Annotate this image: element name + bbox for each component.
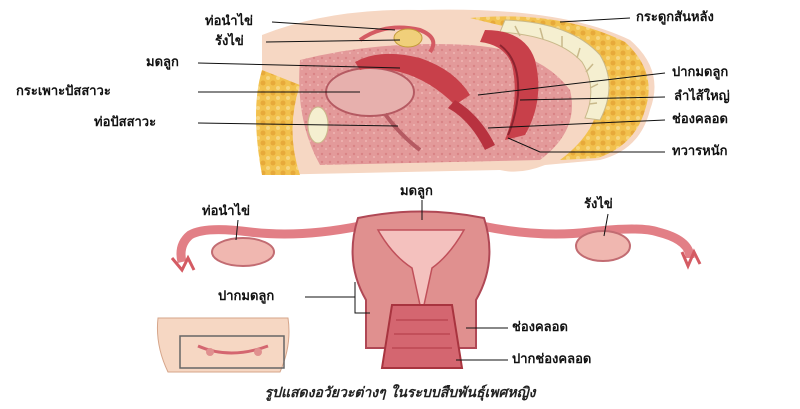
ovary-right <box>576 231 630 261</box>
label-cervix-side: ปากมดลูก <box>672 65 728 81</box>
label-urethra: ท่อปัสสาวะ <box>94 115 156 131</box>
label-vagina-front: ช่องคลอด <box>512 320 568 336</box>
label-ovary-side: รังไข่ <box>215 34 244 50</box>
ovary-side <box>394 29 422 47</box>
label-uterus-front: มดลูก <box>400 184 433 200</box>
label-fallopian-tube-side: ท่อนำไข่ <box>205 14 253 30</box>
label-fallopian-tube-front: ท่อนำไข่ <box>202 204 250 220</box>
figure-caption: รูปแสดงอวัยวะต่างๆ ในระบบสืบพันธุ์เพศหญิ… <box>0 382 800 404</box>
label-cervix-front: ปากมดลูก <box>218 289 274 305</box>
inset-torso <box>157 318 289 372</box>
leader-spine <box>560 18 630 22</box>
label-uterus-side: มดลูก <box>146 55 179 71</box>
vagina-front <box>382 305 462 368</box>
ovary-left <box>212 238 274 266</box>
label-vagina-side: ช่องคลอด <box>672 112 728 128</box>
label-vaginal-opening: ปากช่องคลอด <box>512 352 591 368</box>
label-bladder: กระเพาะปัสสาวะ <box>16 84 111 100</box>
label-anus: ทวารหนัก <box>672 144 727 160</box>
inset-body <box>157 318 289 372</box>
label-spine: กระดูกสันหลัง <box>636 10 714 26</box>
label-rectum: ลำไส้ใหญ่ <box>674 89 730 105</box>
label-ovary-front: รังไข่ <box>584 197 613 213</box>
